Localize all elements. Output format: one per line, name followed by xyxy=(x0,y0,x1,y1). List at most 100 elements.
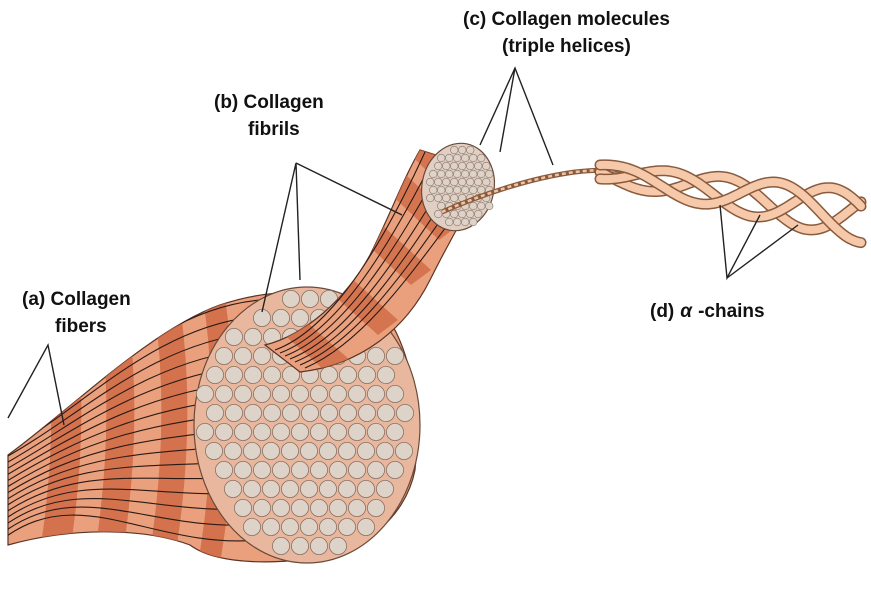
molecule-circle xyxy=(474,162,482,170)
molecule-circle xyxy=(458,146,466,154)
molecule-circle xyxy=(445,186,453,194)
molecule-circle xyxy=(453,186,461,194)
fibril-circle xyxy=(196,385,213,402)
fibril-circle xyxy=(272,385,289,402)
fibril-circle xyxy=(310,385,327,402)
molecule-circle xyxy=(469,218,477,226)
fibril-circle xyxy=(215,347,232,364)
fibril-circle xyxy=(263,404,280,421)
molecule-circle xyxy=(485,202,493,210)
fibril-circle xyxy=(291,537,308,554)
fibril-circle xyxy=(272,537,289,554)
molecule-circle xyxy=(461,218,469,226)
fibril-circle xyxy=(225,328,242,345)
fibril-circle xyxy=(367,461,384,478)
label-d-prefix: (d) xyxy=(650,301,674,322)
fibril-circle xyxy=(320,404,337,421)
molecule-circle xyxy=(434,210,442,218)
fibril-circle xyxy=(300,518,317,535)
fibril-circle xyxy=(244,328,261,345)
fibril-circle xyxy=(339,404,356,421)
fibril-circle xyxy=(272,423,289,440)
fibril-circle xyxy=(338,518,355,535)
molecule-circle xyxy=(485,170,493,178)
alpha-chain-helix xyxy=(600,165,861,243)
fibril-circle xyxy=(396,404,413,421)
label-c-line2: (triple helices) xyxy=(502,36,631,57)
fibril-circle xyxy=(291,385,308,402)
molecule-circle xyxy=(426,178,434,186)
fibril-circle xyxy=(243,442,260,459)
fibril-circle xyxy=(329,385,346,402)
molecule-circle xyxy=(429,170,437,178)
molecule-circle xyxy=(477,202,485,210)
fibril-circle xyxy=(367,499,384,516)
label-d-greek: α xyxy=(680,301,693,322)
molecule-circle xyxy=(461,154,469,162)
label-alpha-chains: (d)α-chains xyxy=(650,301,765,322)
fibril-circle xyxy=(310,537,327,554)
molecule-circle xyxy=(477,154,485,162)
fibril-circle xyxy=(215,385,232,402)
fibril-circle xyxy=(244,404,261,421)
label-collagen-fibrils: (b) Collagen fibrils xyxy=(214,92,324,140)
label-d: (d)α-chains xyxy=(650,301,765,322)
fibril-circle xyxy=(376,442,393,459)
molecule-circle xyxy=(466,210,474,218)
fibril-circle xyxy=(348,499,365,516)
fibril-circle xyxy=(358,404,375,421)
fibril-circle xyxy=(253,385,270,402)
fibril-circle xyxy=(320,366,337,383)
fibril-circle xyxy=(224,442,241,459)
fibril-circle xyxy=(262,442,279,459)
fibril-circle xyxy=(310,423,327,440)
molecule-circle xyxy=(450,162,458,170)
molecule-circle xyxy=(445,170,453,178)
molecule-circle xyxy=(458,210,466,218)
molecule-circle xyxy=(482,178,490,186)
fibril-circle xyxy=(329,461,346,478)
fibril-circle xyxy=(301,290,318,307)
fibril-circle xyxy=(215,423,232,440)
fibril-circle xyxy=(281,518,298,535)
molecule-circle xyxy=(466,162,474,170)
label-collagen-fibers: (a) Collagen fibers xyxy=(22,289,131,337)
fibril-circle xyxy=(234,385,251,402)
molecule-circle xyxy=(437,154,445,162)
molecule-circle xyxy=(434,194,442,202)
molecule-circle xyxy=(434,178,442,186)
molecule-circle xyxy=(445,218,453,226)
molecule-circle xyxy=(466,178,474,186)
fibril-circle xyxy=(319,518,336,535)
fibril-circle xyxy=(253,499,270,516)
molecule-circle xyxy=(474,210,482,218)
fibril-circle xyxy=(301,404,318,421)
label-c-line1: (c) Collagen molecules xyxy=(463,9,670,30)
fibril-circle xyxy=(319,480,336,497)
fibril-circle xyxy=(225,366,242,383)
fibril-circle xyxy=(282,404,299,421)
fibril-circle xyxy=(386,461,403,478)
fibril-circle xyxy=(205,442,222,459)
fibril-circle xyxy=(281,442,298,459)
molecule-circle xyxy=(469,154,477,162)
molecule-circle xyxy=(461,186,469,194)
fibril-circle xyxy=(206,404,223,421)
fibril-circle xyxy=(215,461,232,478)
fibril-circle xyxy=(367,423,384,440)
fibril-circle xyxy=(206,366,223,383)
label-collagen-molecules: (c) Collagen molecules (triple helices) xyxy=(463,9,670,57)
fibril-circle xyxy=(348,385,365,402)
molecule-circle xyxy=(453,170,461,178)
molecule-circle xyxy=(453,154,461,162)
fibril-circle xyxy=(358,366,375,383)
fibril-circle xyxy=(329,423,346,440)
fibril-circle xyxy=(272,309,289,326)
fibril-circle xyxy=(272,499,289,516)
molecule-circle xyxy=(469,170,477,178)
fibril-circle xyxy=(272,461,289,478)
fibril-circle xyxy=(281,480,298,497)
fibril-circle xyxy=(348,423,365,440)
molecule-circle xyxy=(474,178,482,186)
